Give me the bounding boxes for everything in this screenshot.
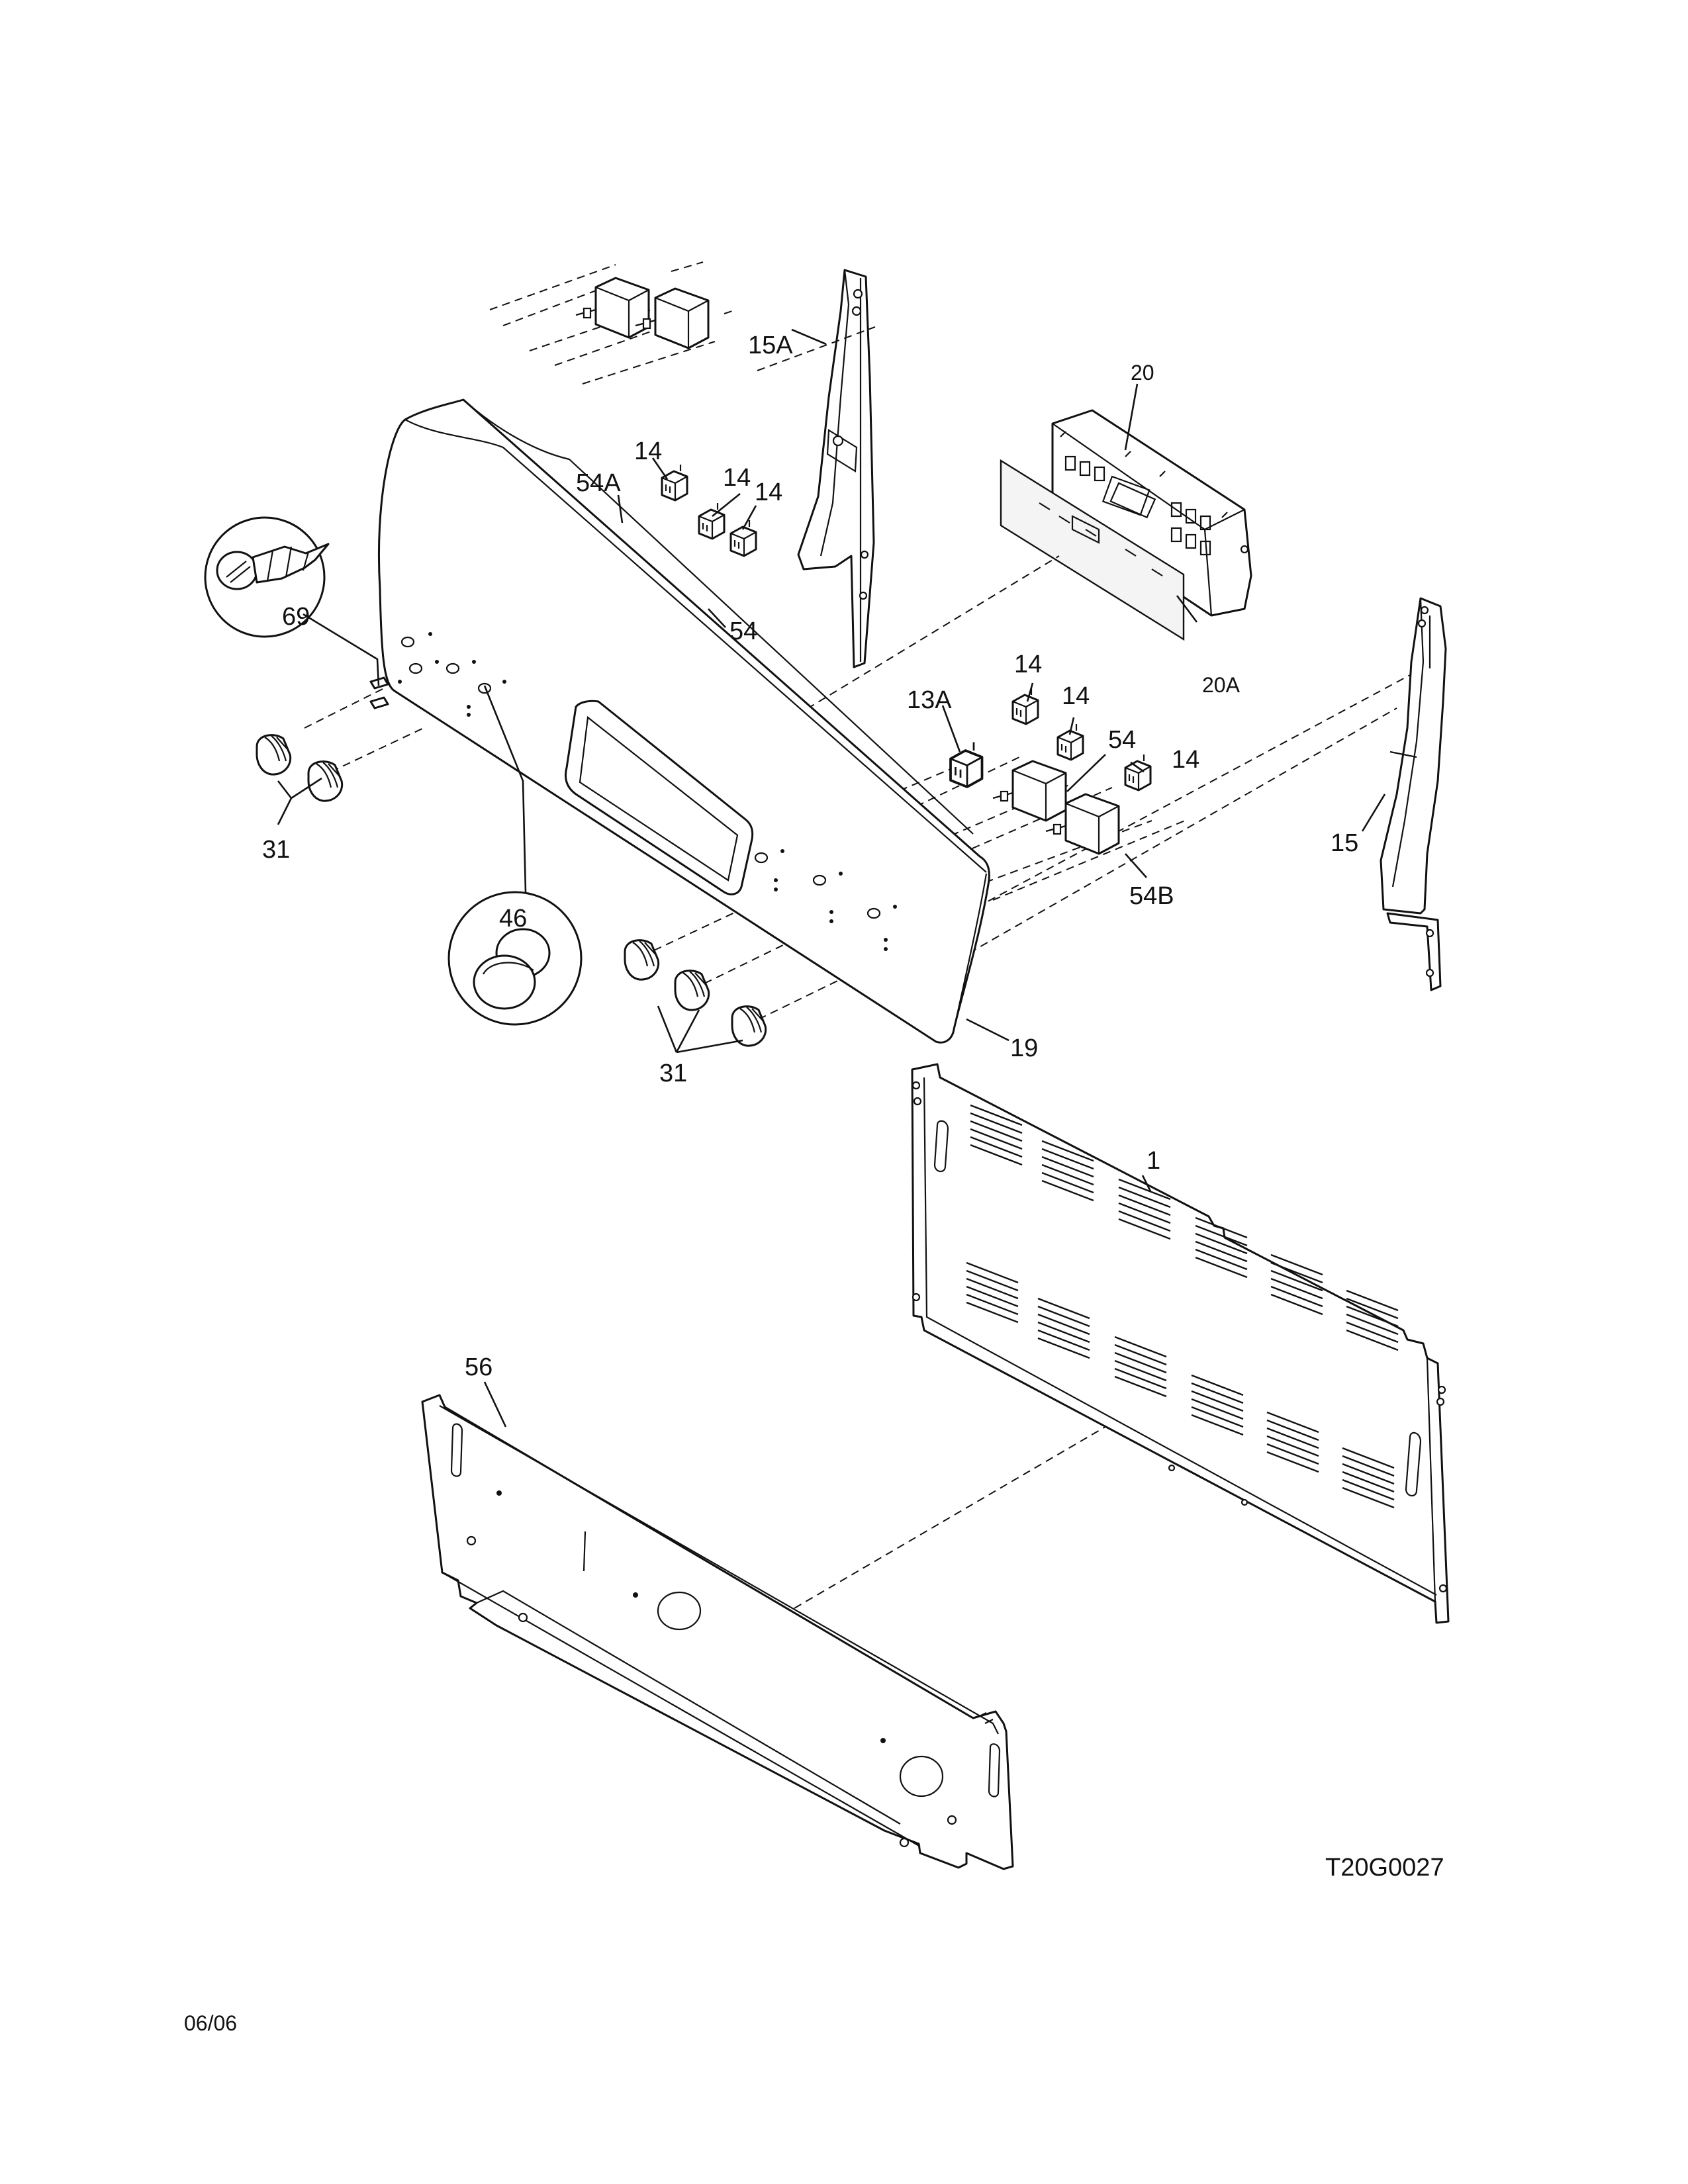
callout-31-right: 31	[659, 1060, 687, 1087]
callout-14-a: 14	[634, 437, 662, 465]
callout-54A: 54A	[576, 469, 621, 497]
drawing-code: T20G0027	[1325, 1854, 1444, 1882]
callout-14-d: 14	[1014, 651, 1042, 678]
panel-holes-left	[398, 632, 506, 717]
callout-15: 15	[1331, 829, 1358, 857]
callout-56: 56	[465, 1353, 492, 1381]
knob-31-left-b	[307, 760, 344, 802]
switch-14-d	[1011, 687, 1039, 725]
control-panel-19	[377, 398, 990, 1044]
leader-lines	[277, 328, 1386, 1428]
callout-14-b: 14	[723, 464, 751, 492]
switch-13A	[949, 741, 984, 788]
electronic-clock-20	[1051, 409, 1252, 617]
callout-54-right: 54	[1108, 726, 1136, 754]
end-cap-15	[1380, 597, 1447, 991]
end-cap-15A	[797, 269, 875, 668]
detail-screw-69	[204, 516, 330, 638]
callout-31-left: 31	[262, 836, 290, 864]
switch-54A	[575, 277, 650, 339]
callout-46: 46	[499, 905, 527, 933]
panel-holes-right	[754, 849, 897, 951]
back-panel-1	[911, 1063, 1450, 1624]
switch-54-right	[992, 760, 1067, 822]
callout-54-left: 54	[729, 617, 757, 645]
callout-19: 19	[1010, 1034, 1038, 1062]
knob-31-right-b	[674, 970, 710, 1011]
callout-54B: 54B	[1129, 882, 1174, 910]
callout-1: 1	[1147, 1147, 1160, 1175]
bracket-56	[421, 1394, 1014, 1870]
callout-14-e: 14	[1062, 682, 1090, 710]
callout-69: 69	[282, 603, 310, 631]
callout-15A: 15A	[748, 332, 793, 359]
knob-31-right-c	[731, 1005, 767, 1047]
callout-20: 20	[1131, 361, 1154, 385]
overlay-20A	[1000, 459, 1185, 641]
knob-31-right-a	[624, 939, 660, 981]
revision-date: 06/06	[184, 2011, 237, 2035]
switch-14-c	[729, 519, 757, 557]
switch-14-b	[698, 502, 726, 540]
switch-14-a	[661, 463, 688, 502]
knob-31-left-a	[256, 734, 292, 776]
detail-button-46	[447, 891, 583, 1026]
callout-labels: 15A 20 20A 14 14 14 54A 54 69 13A 14 14 …	[262, 332, 1358, 1381]
callout-14-c: 14	[755, 478, 782, 506]
switch-14-f	[1124, 753, 1152, 792]
callout-14-f: 14	[1172, 746, 1199, 774]
callout-20A: 20A	[1202, 673, 1241, 697]
callout-13A: 13A	[907, 686, 952, 714]
